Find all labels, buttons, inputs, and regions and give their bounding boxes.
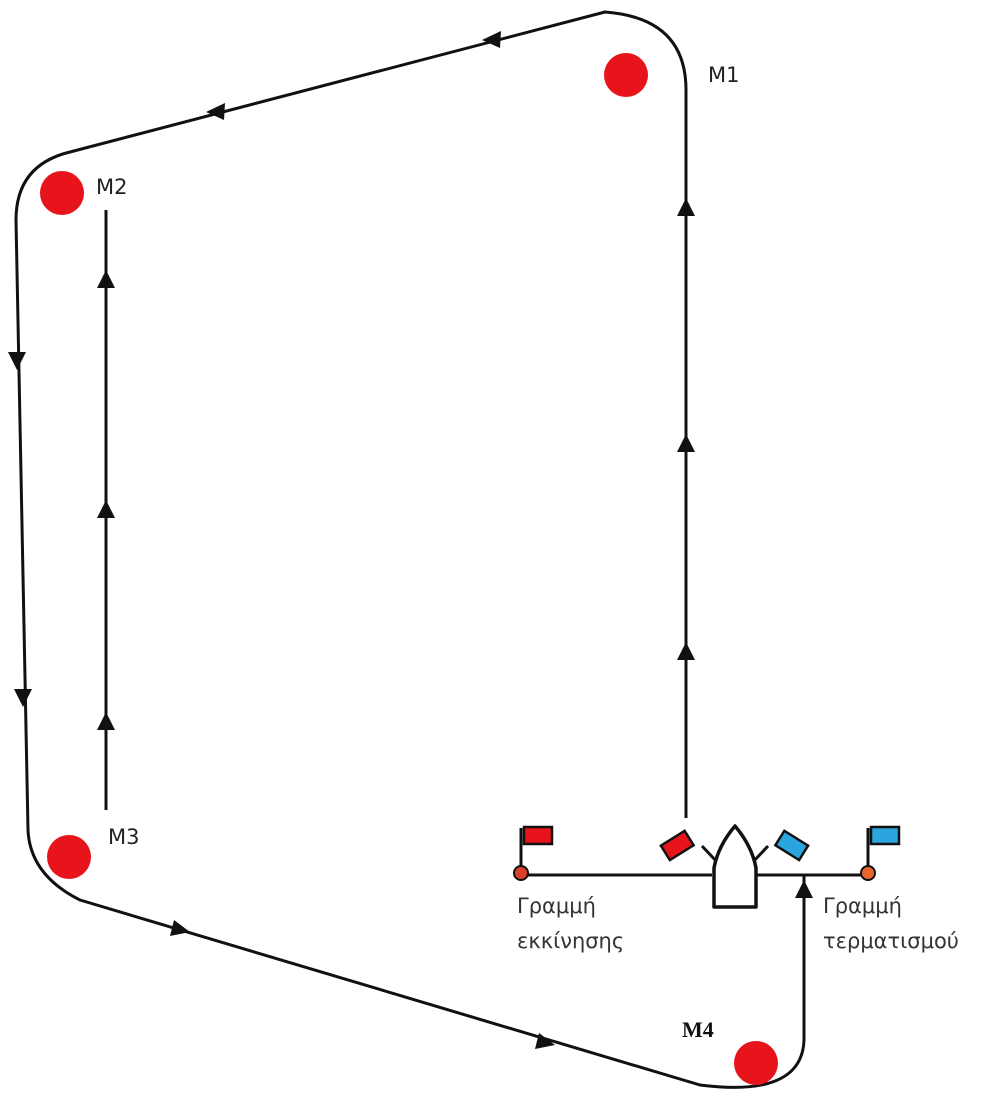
arrow-icon [677,434,695,452]
arrow-icon [535,1033,555,1049]
start-line-label: Γραμμή εκκίνησης [517,894,624,953]
arrow-icon [97,712,115,730]
finish-line-label: Γραμμή τερματισμού [823,894,959,953]
finish-pin [860,825,901,881]
mark-buoy-icon [47,835,91,879]
mark-buoy-icon [40,171,84,215]
mark-buoy-icon [604,53,648,97]
arrows [8,31,813,1049]
arrow-icon [677,198,695,216]
arrow-icon [170,920,190,936]
mark-label-m4: M4 [682,1017,714,1042]
flag-icon [659,829,696,862]
arrow-icon [795,880,813,898]
mark-buoy-icon [734,1041,778,1085]
arrow-icon [8,352,26,370]
arrow-icon [14,689,32,707]
flag-icon [773,829,810,862]
start-pin [513,825,554,881]
course-outer-loop [14,10,806,1089]
flag-icon [522,825,554,846]
arrow-icon [206,103,225,120]
mark-label-m3: M3 [108,825,139,849]
mark-label-m1: M1 [708,63,739,87]
flag-icon [869,825,901,846]
mark-label-m2: M2 [96,175,127,199]
arrow-icon [97,270,115,288]
committee-boat-icon [659,824,810,909]
arrow-icon [677,642,695,660]
arrow-icon [482,31,501,48]
arrow-icon [97,500,115,518]
